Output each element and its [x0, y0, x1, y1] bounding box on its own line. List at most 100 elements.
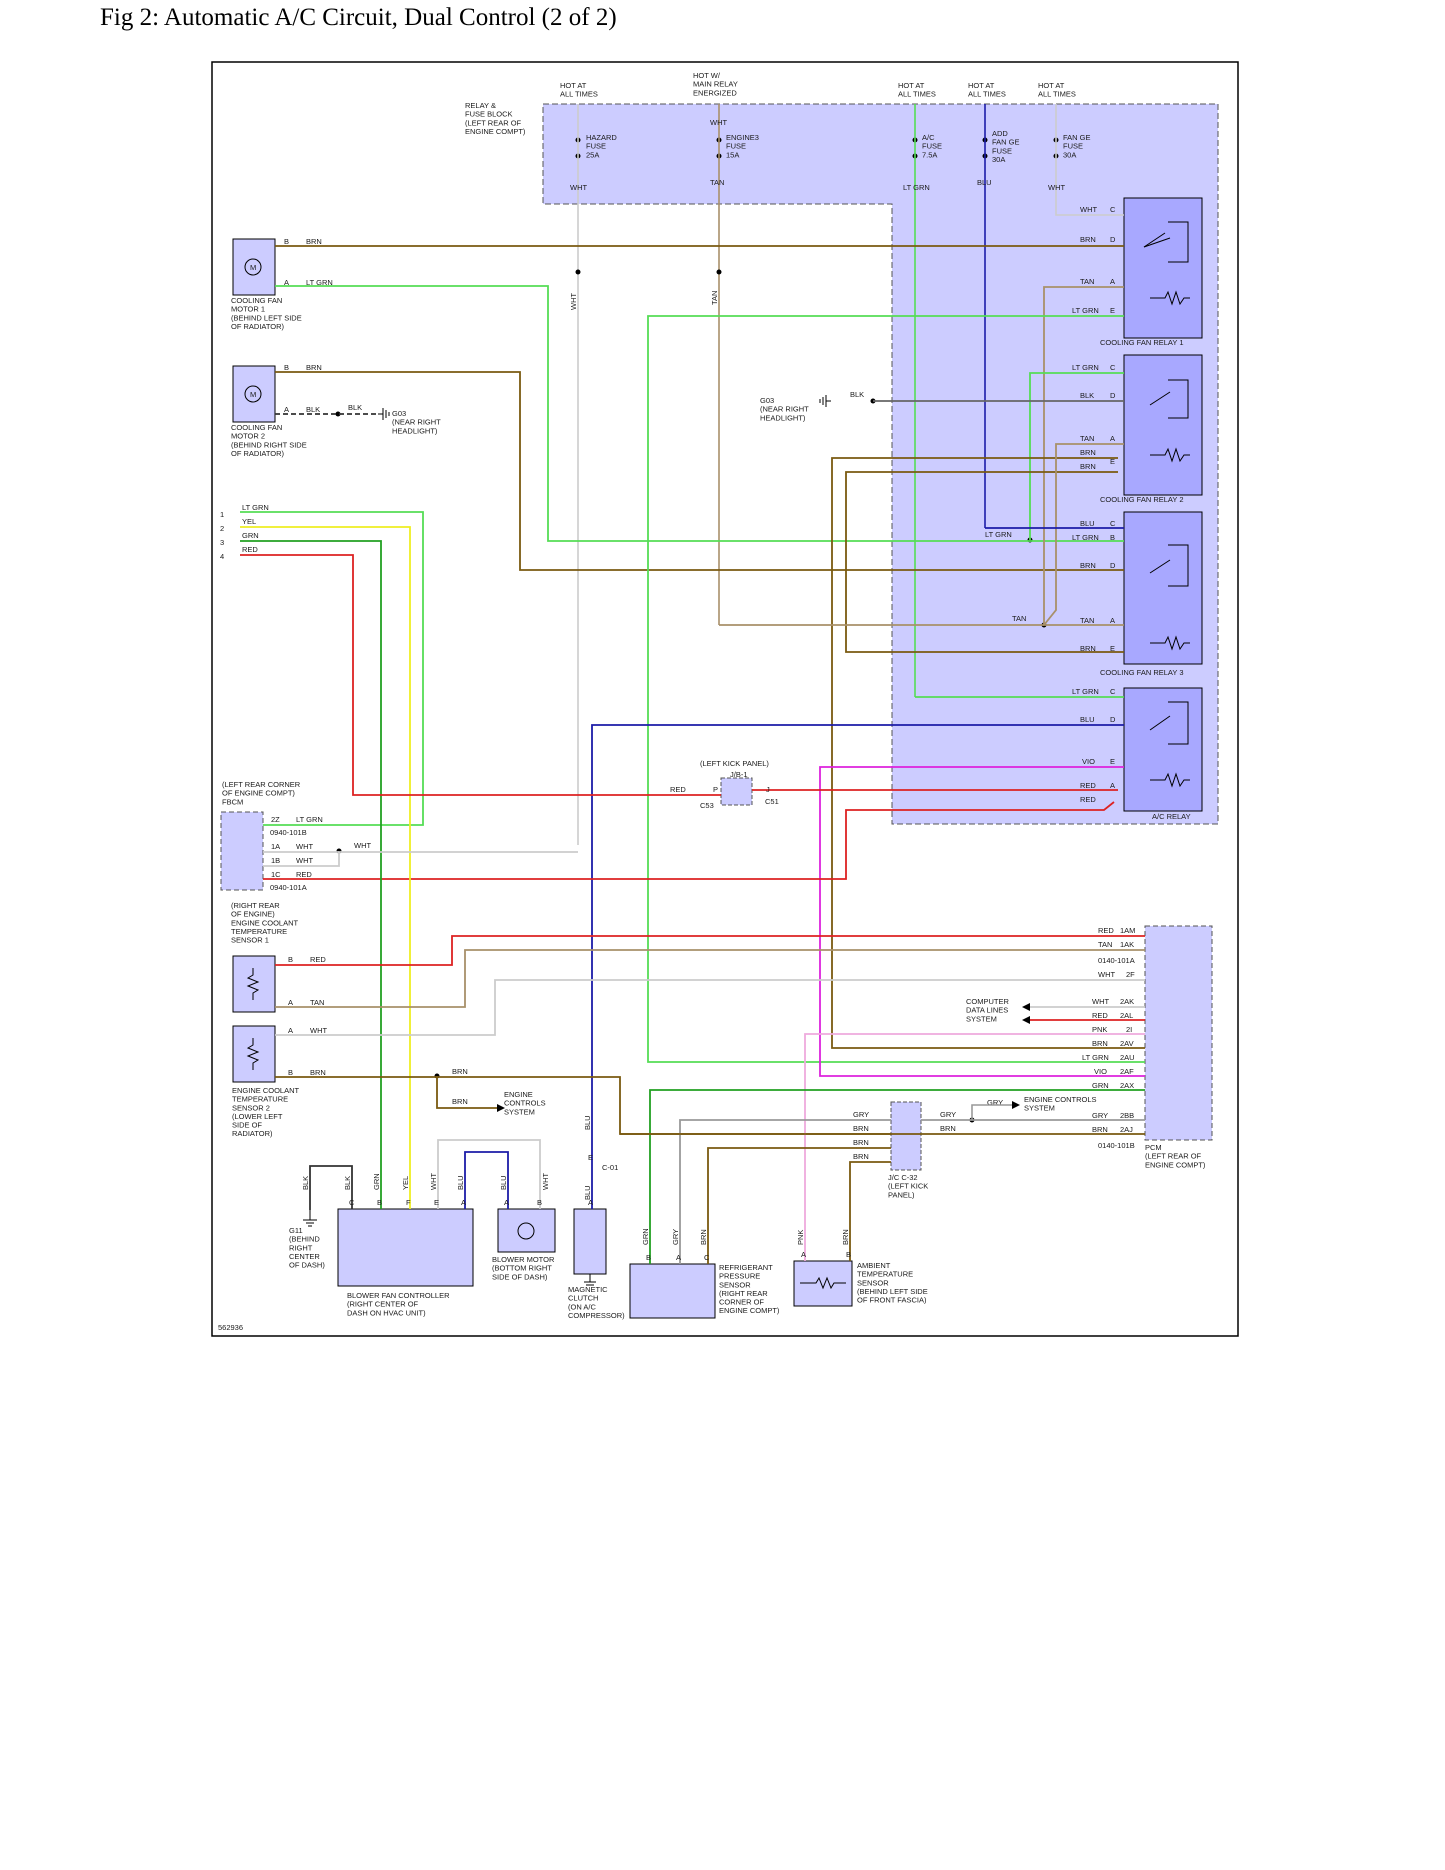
fbcm-wire-1: WHT [296, 842, 313, 851]
pcm-pin-labels: RED 1AM TAN 1AK WHT 2F WHT 2AK RED 2AL P… [1082, 926, 1135, 1134]
fange-wire-label: WHT [1048, 183, 1065, 192]
ect1-a-pin: A [288, 998, 293, 1007]
pcm-w-2: WHT [1098, 970, 1115, 979]
wire-blk-g11 [309, 1165, 353, 1210]
ac-wire-3: RED [1080, 781, 1096, 790]
vertical-wire-labels: BLK BLK GRN YEL WHT BLU BLU WHT BLU BLU … [301, 291, 850, 1245]
v-grn-2: GRN [641, 1228, 650, 1245]
pcm-p-1: 1AK [1120, 940, 1134, 949]
v-gry: GRY [671, 1229, 680, 1245]
wire-m1-ltgrn [275, 285, 1124, 542]
r2-pin-1: D [1110, 391, 1116, 400]
pcm-p-9: 2AX [1120, 1081, 1134, 1090]
ect2-brn: BRN [310, 1068, 326, 1077]
left-input-labels: 1 LT GRN 2 YEL 3 GRN 4 RED [220, 503, 269, 561]
pcm-w-4: RED [1092, 1011, 1108, 1020]
amb-a: A [801, 1250, 806, 1259]
fbcm-pin-1: 1A [271, 842, 280, 851]
r1-wire-1: BRN [1080, 235, 1096, 244]
wire-blu-blower [464, 1151, 509, 1209]
wires [240, 245, 1145, 1264]
ect1-red: RED [310, 955, 326, 964]
wire-in1-ltgrn [240, 511, 424, 826]
thermistor-2-symbol [246, 1038, 260, 1070]
r1-pin-1: D [1110, 235, 1116, 244]
mc-a: A [588, 1198, 593, 1207]
r2-pin-2: A [1110, 434, 1115, 443]
r2-wire-2: TAN [1080, 434, 1094, 443]
m2-b-pin: B [284, 363, 289, 372]
pcm-w-9: GRN [1092, 1081, 1109, 1090]
cooling-fan-relay-2 [1123, 354, 1203, 496]
magnetic-clutch [573, 1208, 607, 1275]
m1-a-pin: A [284, 278, 289, 287]
v-brn-2: BRN [841, 1229, 850, 1245]
wire-labels: B BRN A LT GRN B BRN A BLK BLK BLK LT GR… [284, 237, 1026, 1161]
ac-wire-0: LT GRN [1072, 687, 1099, 696]
pcm-b-label: 0140-101B [1098, 1141, 1135, 1150]
wire-ect2-wht [275, 979, 1145, 1036]
rp-b: B [646, 1253, 651, 1262]
ac-relay-label: A/C RELAY [1152, 812, 1191, 821]
conn-b-label: 0940-101B [270, 828, 307, 837]
m2-brn: BRN [306, 363, 322, 372]
v-wht-1: WHT [429, 1173, 438, 1190]
ect2-wht: WHT [310, 1026, 327, 1035]
wire-r2-brn1 [831, 457, 1145, 1049]
mc-e: E [588, 1153, 593, 1162]
pcm-p-4: 2AL [1120, 1011, 1133, 1020]
wire-grn-refrig [649, 1089, 1145, 1264]
fbcm-wht-right: WHT [354, 841, 371, 850]
bfc-a: A [461, 1198, 466, 1207]
wire-wht-blower [437, 1139, 541, 1209]
c53-label: C53 [700, 801, 714, 810]
refrigerant-pressure-sensor [629, 1263, 716, 1319]
v-blu-2: BLU [499, 1175, 508, 1190]
v-blu-3: BLU [583, 1185, 592, 1200]
pcm-p-10: 2BB [1120, 1111, 1134, 1120]
r3-wire-3: TAN [1080, 616, 1094, 625]
bfc-b: B [377, 1198, 382, 1207]
in4-wire: RED [242, 545, 258, 554]
r2-wire-3: BRN [1080, 448, 1096, 457]
ac-pin-0: C [1110, 687, 1116, 696]
pcm-p-6: 2AV [1120, 1039, 1134, 1048]
ac-wire-1: BLU [1080, 715, 1095, 724]
r1-wire-2: TAN [1080, 277, 1094, 286]
bfc-f: F [406, 1198, 411, 1207]
engine3-wire-label: TAN [710, 178, 724, 187]
rp-a: A [676, 1253, 681, 1262]
in3-wire: GRN [242, 531, 259, 540]
ect2-brn-branch: BRN [452, 1097, 468, 1106]
r3-wire-4: BRN [1080, 644, 1096, 653]
ac-pin-2: E [1110, 757, 1115, 766]
ect1-b-pin: B [288, 955, 293, 964]
fbcm-wire-3: RED [296, 870, 312, 879]
ac-wire-3b: RED [1080, 795, 1096, 804]
jb-p: P [713, 785, 718, 794]
r3-wire-1: LT GRN [1072, 533, 1099, 542]
v-pnk: PNK [796, 1230, 805, 1245]
v-blk-2: BLK [343, 1176, 352, 1190]
conn-a-label: 0940-101A [270, 883, 307, 892]
pcm-module [1144, 925, 1213, 1141]
thermistor-1-symbol [246, 968, 260, 1000]
m1-ltgrn: LT GRN [306, 278, 333, 287]
wire-in2-yel [240, 526, 411, 1209]
r3-pin-4: E [1110, 644, 1115, 653]
hazard-wire-label: WHT [570, 183, 587, 192]
in3-num: 3 [220, 538, 224, 547]
